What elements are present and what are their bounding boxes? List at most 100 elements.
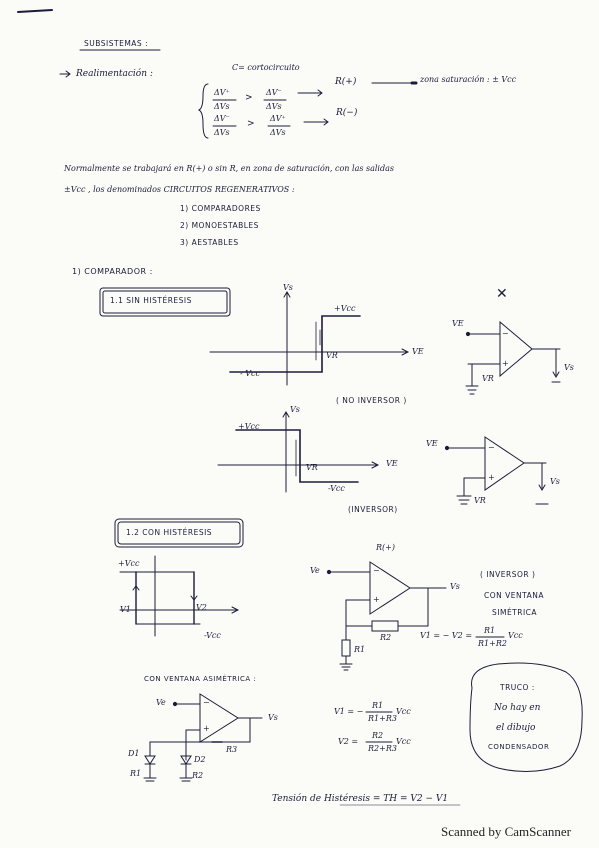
- inversor-note: ( INVERSOR ): [480, 570, 536, 579]
- frac-num: ΔV⁻: [266, 88, 282, 97]
- frac-num: ΔV⁺: [270, 114, 286, 123]
- axis-label: +Vcc: [118, 559, 140, 568]
- scan-mark: [17, 9, 53, 13]
- formula-v2-num: R2: [372, 731, 384, 740]
- list-item: 1) COMPARADORES: [180, 204, 261, 213]
- opamp-inversor: [444, 436, 549, 505]
- opamp-label: VR: [482, 374, 494, 383]
- arrow-icon: [297, 89, 323, 97]
- formula-sym-num: R1: [484, 626, 496, 635]
- opamp-sign: +: [203, 724, 210, 733]
- box-outer: [114, 518, 244, 548]
- inversor-note: (INVERSOR): [348, 505, 398, 514]
- graph-histeresis: [119, 555, 240, 637]
- list-item: 2) MONOESTABLES: [180, 221, 259, 230]
- opamp-sign: −: [488, 443, 495, 452]
- opamp-label: R2: [192, 771, 204, 780]
- axis-label: VE: [412, 347, 424, 356]
- box-sin-histeresis: [102, 290, 228, 314]
- arrow-icon: [303, 118, 329, 126]
- saturation-note: zona saturación : ± Vcc: [420, 75, 517, 84]
- truco-title: TRUCO :: [500, 683, 535, 692]
- formula-sym-den: R1+R2: [478, 639, 507, 648]
- frac-den: ΔVs: [266, 102, 282, 111]
- axis-label: +Vcc: [334, 304, 356, 313]
- bullet-arrow-icon: [59, 70, 71, 78]
- box-outer: [99, 287, 231, 317]
- axis-label: -Vcc: [328, 484, 345, 493]
- opamp-label: VR: [474, 496, 486, 505]
- axis-label: - Vcc: [240, 369, 260, 378]
- gt-sign: >: [247, 119, 255, 129]
- formula-v1-tail: Vcc: [396, 707, 411, 716]
- frac-num: ΔV⁻: [214, 114, 230, 123]
- opamp-label: VE: [426, 439, 438, 448]
- axis-label: Vs: [283, 283, 293, 292]
- cross-mark-icon: ✕: [496, 286, 508, 302]
- intro-line-1: Normalmente se trabajará en R(+) o sin R…: [64, 164, 394, 173]
- opamp-no-inversor: [465, 320, 561, 395]
- axis-label: +Vcc: [238, 422, 260, 431]
- r-plus-label: R(+): [335, 77, 357, 87]
- axis-label: VR: [326, 351, 338, 360]
- ventana-note: SIMÉTRICA: [492, 608, 538, 617]
- opamp-label: D2: [194, 755, 206, 764]
- formula-v1-den: R1+R3: [368, 714, 397, 723]
- formula-sym-lhs: V1 = − V2 =: [420, 631, 473, 640]
- opamp-label: Vs: [564, 363, 574, 372]
- frac-bars: [365, 711, 393, 743]
- opamp-sign: −: [373, 566, 380, 575]
- opamp-label: Ve: [156, 698, 166, 707]
- opamp-sign: +: [502, 359, 509, 368]
- opamp-label: R1: [130, 769, 142, 778]
- truco-line: CONDENSADOR: [488, 743, 550, 751]
- box-con-histeresis: [117, 521, 241, 545]
- gt-sign: >: [245, 93, 253, 103]
- truco-line: el dibujo: [496, 723, 536, 733]
- page-title: SUBSISTEMAS :: [84, 39, 149, 48]
- section-heading: 1) COMPARADOR :: [72, 267, 153, 276]
- opamp-label: R3: [226, 745, 238, 754]
- axis-label: V1: [120, 605, 131, 614]
- opamp-label: D1: [128, 749, 140, 758]
- opamp-label: Vs: [550, 477, 560, 486]
- list-item: 3) AESTABLES: [180, 238, 239, 247]
- graph-inversor: [217, 411, 380, 493]
- formula-v2-lhs: V2 =: [338, 737, 359, 746]
- no-inversor-note: ( NO INVERSOR ): [336, 396, 407, 405]
- scanner-watermark: Scanned by CamScanner: [441, 824, 571, 839]
- opamp-histeresis: [326, 561, 447, 671]
- opamp-sign: +: [373, 595, 380, 604]
- truco-bubble: [469, 662, 583, 772]
- formula-v2-den: R2+R3: [368, 744, 397, 753]
- r-minus-label: R(−): [336, 108, 358, 118]
- formula-v1-lhs: V1 = −: [334, 707, 364, 716]
- formula-sym-tail: Vcc: [508, 631, 523, 640]
- frac-den: ΔVs: [270, 128, 286, 137]
- opamp-sign: −: [203, 698, 210, 707]
- opamp-asimetrica: [143, 693, 263, 782]
- opamp-label: Vs: [450, 582, 460, 591]
- axis-label: V2: [196, 603, 207, 612]
- opamp-label: Ve: [310, 566, 320, 575]
- frac-num: ΔV⁺: [214, 88, 230, 97]
- opamp-label: Vs: [268, 713, 278, 722]
- formula-v2-tail: Vcc: [396, 737, 411, 746]
- opamp-label: R2: [380, 633, 392, 642]
- axis-label: VR: [306, 463, 318, 472]
- tension-histeresis: Tensión de Histéresis = TH = V2 − V1: [272, 794, 449, 804]
- truco-line: No hay en: [494, 703, 541, 713]
- box-label: 1.2 CON HISTÉRESIS: [126, 528, 213, 537]
- opamp-label: R(+): [376, 543, 395, 552]
- axis-label: VE: [386, 459, 398, 468]
- opamp-label: VE: [452, 319, 464, 328]
- brace-icon: [197, 83, 209, 139]
- opamp-sign: −: [502, 329, 509, 338]
- ventana-note: CON VENTANA: [484, 591, 544, 600]
- opamp-label: R1: [354, 645, 366, 654]
- frac-den: ΔVs: [214, 128, 230, 137]
- intro-line-2: ±Vcc , los denominados CIRCUITOS REGENER…: [64, 185, 295, 194]
- axis-label: -Vcc: [204, 631, 221, 640]
